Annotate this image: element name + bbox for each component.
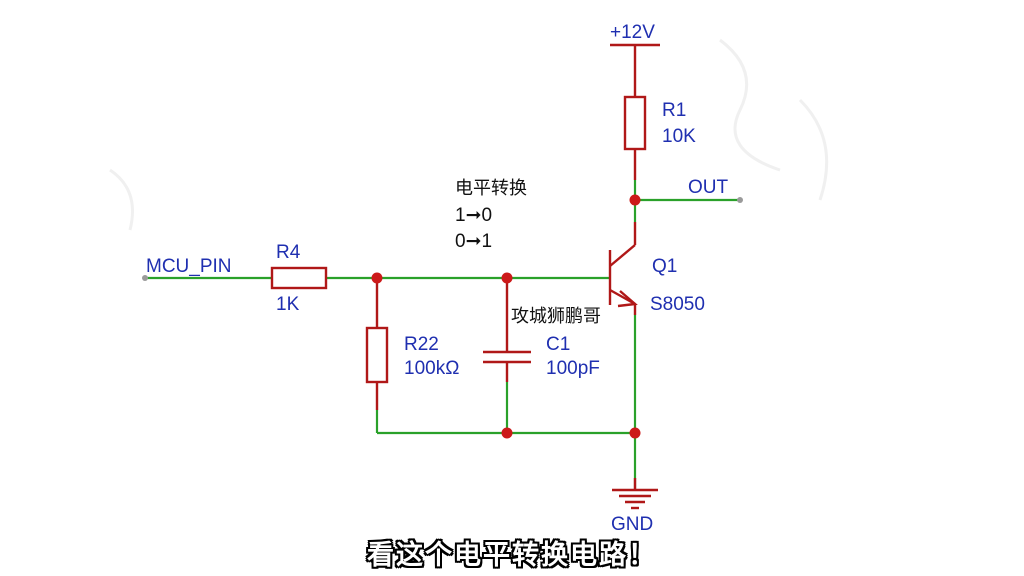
wires xyxy=(145,180,740,490)
junction-c1-bottom xyxy=(501,427,513,439)
supply-symbol xyxy=(610,43,660,97)
transistor-q1 xyxy=(608,222,638,315)
r1-value: 10K xyxy=(662,126,696,147)
watermark-text: 攻城狮鹏哥 xyxy=(511,306,601,327)
components xyxy=(270,43,660,510)
resistor-r4 xyxy=(270,266,328,290)
note-title: 电平转换 xyxy=(455,178,527,199)
c1-ref: C1 xyxy=(546,334,570,355)
ground-symbol xyxy=(612,478,658,510)
r4-ref: R4 xyxy=(276,242,301,263)
resistor-r1 xyxy=(623,95,647,180)
q1-ref: Q1 xyxy=(652,256,677,277)
q1-value: S8050 xyxy=(650,294,705,315)
capacitor-c1 xyxy=(483,278,531,382)
mcu-pin-label: MCU_PIN xyxy=(146,256,232,277)
c1-value: 100pF xyxy=(546,358,600,379)
gnd-label: GND xyxy=(611,514,653,535)
background-watermark-strokes xyxy=(109,38,829,231)
pin-mcu xyxy=(142,275,148,281)
note-transition-1: 1➞0 xyxy=(455,205,492,226)
resistor-r22 xyxy=(365,278,389,410)
junction-gnd xyxy=(629,427,641,439)
r22-value: 100kΩ xyxy=(404,358,459,379)
video-subtitle: 看这个电平转换电路！ xyxy=(367,540,657,571)
r4-value: 1K xyxy=(276,294,300,315)
note-transition-2: 0➞1 xyxy=(455,231,492,252)
r22-ref: R22 xyxy=(404,334,439,355)
out-label: OUT xyxy=(688,177,729,198)
supply-label: +12V xyxy=(610,22,655,43)
pin-out xyxy=(737,197,743,203)
junction-r22-top xyxy=(371,272,383,284)
junction-c1-top xyxy=(501,272,513,284)
junctions xyxy=(371,194,641,439)
r1-ref: R1 xyxy=(662,100,686,121)
junction-out xyxy=(629,194,641,206)
